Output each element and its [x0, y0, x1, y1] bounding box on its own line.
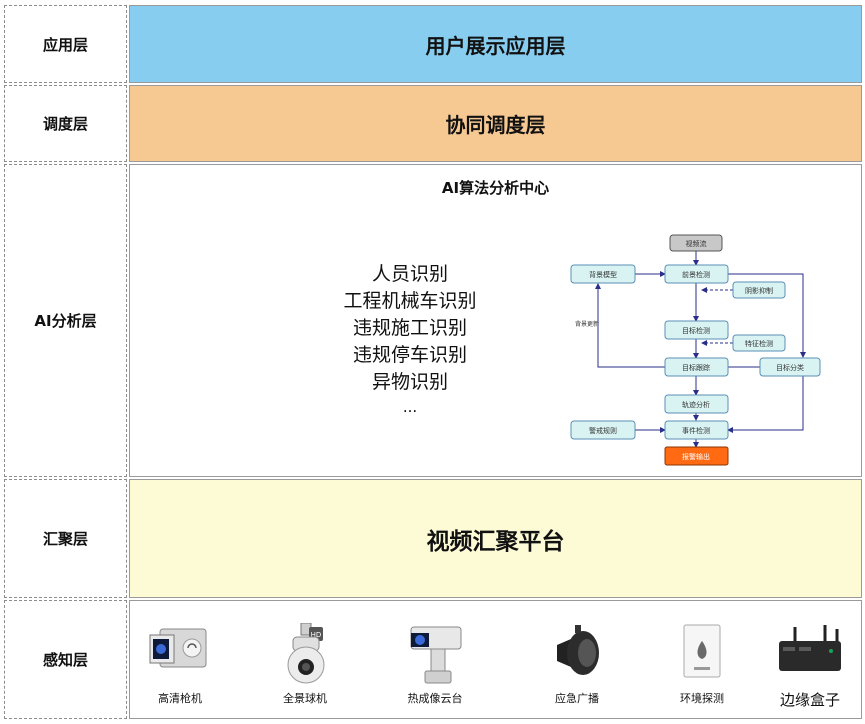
dispatch-layer-panel: 协同调度层	[129, 85, 862, 162]
algorithm-item: 异物识别	[371, 371, 448, 393]
loudspeaker-icon	[557, 625, 599, 675]
flow-node-video-stream: 视频流	[686, 239, 707, 248]
algorithm-item: ...	[402, 398, 418, 416]
device-caption: 热成像云台	[407, 692, 463, 705]
device-thermal-ptz: 热成像云台	[385, 601, 485, 716]
device-hd-bullet-camera: 高清枪机	[130, 601, 230, 716]
aggregate-layer-panel: 视频汇聚平台	[129, 479, 862, 598]
app-layer-panel: 用户展示应用层	[129, 5, 862, 83]
flow-node-alarm-output: 报警输出	[682, 452, 710, 461]
device-caption: 边缘盒子	[779, 691, 840, 709]
flow-node-target-track: 目标跟踪	[682, 363, 710, 372]
edge-box-icon	[779, 625, 841, 671]
flow-node-target-classify: 目标分类	[776, 363, 804, 372]
aggregate-layer-title: 视频汇聚平台	[426, 528, 565, 555]
flow-node-trajectory-analysis: 轨迹分析	[682, 400, 710, 409]
layer-label-sense: 感知层	[4, 600, 127, 719]
flow-label-background-update: 背景更新	[575, 320, 599, 328]
algorithm-item: 人员识别	[371, 263, 448, 285]
flow-node-alert-rules: 警戒规则	[589, 426, 617, 435]
layer-label-app: 应用层	[4, 5, 127, 83]
algorithm-item: 违规施工识别	[352, 317, 467, 339]
device-edge-box: 边缘盒子	[760, 601, 860, 716]
device-caption: 应急广播	[555, 692, 599, 705]
algorithm-flowchart: 视频流 背景模型 前景检测 阴影抑制 目标检测 特征检测 目标跟踪 目标分类 轨…	[570, 234, 821, 466]
algorithm-list: 人员识别 工程机械车识别 违规施工识别 违规停车识别 异物识别 ...	[290, 261, 530, 418]
device-caption: 环境探测	[680, 692, 724, 705]
algorithm-item: 工程机械车识别	[343, 290, 477, 312]
layer-label-aggregate: 汇聚层	[4, 479, 127, 598]
layer-label-dispatch: 调度层	[4, 85, 127, 162]
flow-node-background-model: 背景模型	[589, 270, 617, 279]
flow-node-shadow-suppress: 阴影抑制	[745, 286, 773, 295]
sense-layer-panel: 高清枪机 HD 全景球机 热成像云台	[129, 600, 862, 719]
device-environment-sensor: 环境探测	[652, 601, 752, 716]
flow-node-event-detect: 事件检测	[682, 426, 710, 435]
ai-layer-panel: AI算法分析中心 人员识别 工程机械车识别 违规施工识别 违规停车识别 异物识别…	[129, 164, 862, 477]
layer-label-ai: AI分析层	[4, 164, 127, 477]
flow-node-foreground-detect: 前景检测	[682, 270, 710, 279]
dispatch-layer-title: 协同调度层	[445, 113, 546, 137]
flow-node-feature-detect: 特征检测	[745, 339, 773, 348]
dome-camera-icon: HD	[287, 623, 325, 684]
algorithm-item: 违规停车识别	[352, 344, 467, 366]
bullet-camera-icon	[149, 628, 207, 668]
device-caption: 全景球机	[283, 692, 327, 705]
svg-text:HD: HD	[311, 631, 322, 639]
smoke-detector-icon	[683, 624, 721, 678]
device-panoramic-dome: HD 全景球机	[255, 601, 355, 716]
thermal-ptz-icon	[410, 626, 462, 684]
app-layer-title: 用户展示应用层	[425, 33, 566, 58]
device-caption: 高清枪机	[158, 692, 202, 705]
device-emergency-broadcast: 应急广播	[527, 601, 627, 716]
flow-node-target-detect: 目标检测	[682, 326, 710, 335]
ai-layer-title: AI算法分析中心	[441, 179, 550, 197]
